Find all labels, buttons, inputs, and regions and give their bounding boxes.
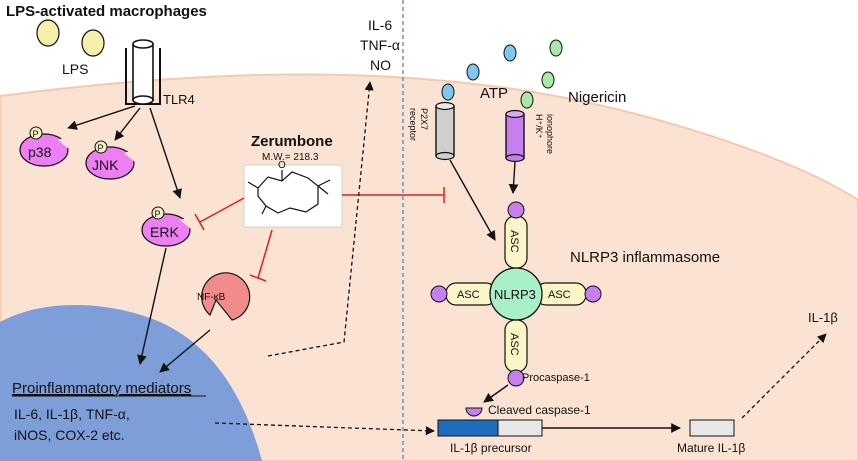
cytokine-no: NO — [370, 57, 391, 73]
p2x7-receptor — [435, 101, 455, 161]
lps-molecule — [81, 29, 105, 57]
asc-bottom-label: ASC — [508, 333, 520, 356]
arrow-to-precursor — [214, 422, 435, 436]
arrow-nfkb-nucleus — [159, 329, 211, 373]
nigericin-molecule — [549, 39, 563, 57]
ionophore-label: ionophore — [545, 114, 555, 154]
nlrp3-core-label: NLRP3 — [494, 287, 536, 302]
il1b-secreted-label: IL-1β — [808, 310, 838, 325]
nigericin-molecule — [520, 91, 534, 109]
mature-il1b-bar — [689, 419, 735, 437]
p2x7-receptor-label: receptor — [408, 108, 418, 141]
mediators-line1: IL-6, IL-1β, TNF-α, — [14, 406, 130, 422]
lps-molecule — [36, 19, 60, 47]
nlrp3-inflammasome — [430, 201, 602, 387]
jnk-kinase: P JNK — [85, 140, 136, 180]
ionophore-ions-label: H⁺/K⁺ — [534, 114, 544, 139]
cytokine-il6: IL-6 — [368, 17, 392, 33]
arrow-tlr4-erk — [149, 107, 182, 199]
zerumbone-structure — [247, 170, 331, 215]
asc-top-label: ASC — [508, 230, 520, 253]
nfkb-label: NF-κB — [197, 292, 226, 303]
erk-label: ERK — [150, 224, 179, 240]
il1b-precursor-bar — [437, 419, 543, 437]
zerumbone-structure-box — [243, 164, 343, 228]
arrow-secretion-cytokines — [267, 81, 374, 357]
arrow-il1b-secretion — [741, 333, 827, 419]
atp-label: ATP — [480, 85, 508, 102]
erk-kinase: P ERK — [141, 206, 192, 247]
cytokine-tnf: TNF-α — [360, 37, 400, 53]
tlr4-receptor — [125, 39, 161, 105]
zerumbone-mw: M.W.= 218.3 — [262, 152, 319, 163]
svg-text:P: P — [155, 209, 161, 219]
mediators-heading: Proinflammatory mediators — [12, 380, 191, 397]
procaspase-label: Procaspase-1 — [522, 372, 590, 384]
arrow-procaspase-cleaved — [483, 384, 509, 403]
nucleus — [0, 304, 262, 461]
zerumbone-ketone: O — [278, 160, 286, 171]
tlr4-label: TLR4 — [163, 92, 195, 107]
arrow-tlr4-jnk — [114, 107, 141, 141]
cleaved-caspase-label: Cleaved caspase-1 — [488, 403, 591, 417]
p2x7-label: P2X7 — [419, 108, 429, 130]
nfkb-factor: NF-κB — [197, 272, 251, 321]
p38-label: p38 — [28, 144, 52, 160]
atp-molecule — [466, 63, 480, 81]
jnk-label: JNK — [92, 157, 119, 173]
arrow-ionophore-inflammasome — [508, 161, 519, 194]
zerumbone-name: Zerumbone — [251, 133, 333, 150]
arrow-p2x7-inflammasome — [449, 159, 496, 241]
precursor-label: IL-1β precursor — [450, 441, 532, 455]
inflammasome-title: NLRP3 inflammasome — [570, 249, 720, 266]
figure-title: LPS-activated macrophages — [6, 3, 207, 20]
asc-left-label: ASC — [457, 289, 480, 301]
svg-text:P: P — [98, 143, 104, 153]
inhibition-nfkb — [249, 229, 273, 282]
asc-right-label: ASC — [548, 289, 571, 301]
cleaved-caspase-icon — [465, 407, 483, 417]
inhibition-erk — [194, 197, 245, 231]
svg-text:P: P — [33, 129, 39, 139]
mediators-line2: iNOS, COX-2 etc. — [14, 427, 124, 443]
p38-kinase: P p38 — [19, 126, 70, 167]
lps-label: LPS — [62, 61, 88, 77]
atp-molecule — [503, 44, 517, 62]
mature-il1b-label: Mature IL-1β — [677, 441, 745, 455]
ionophore — [505, 109, 525, 163]
atp-molecule — [441, 83, 455, 101]
arrow-erk-nucleus — [137, 247, 167, 365]
nigericin-molecule — [541, 71, 555, 89]
nigericin-label: Nigericin — [568, 89, 626, 106]
arrow-tlr4-p38 — [67, 105, 136, 130]
